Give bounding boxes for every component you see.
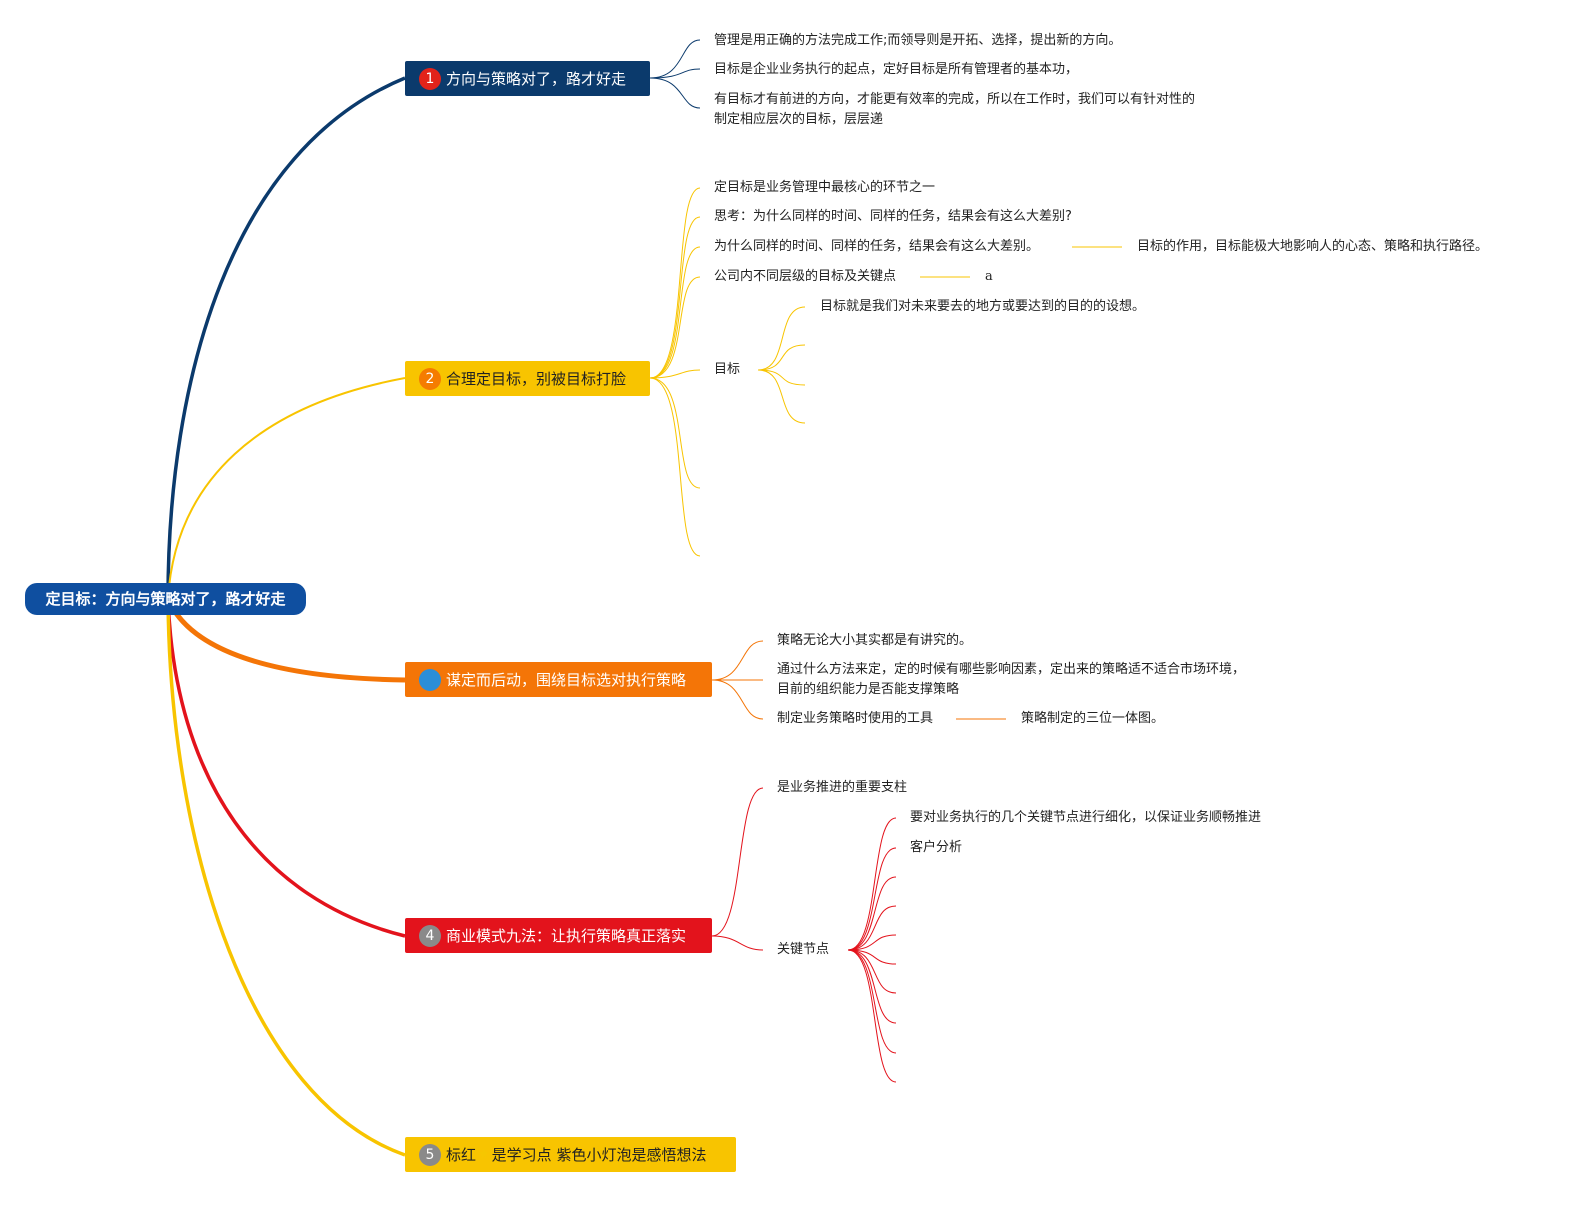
branch-3-child-2[interactable]: 通过什么方法来定，定的时候有哪些影响因素，定出来的策略适不适合市场环境，目前的组…: [777, 662, 1246, 697]
branch-1-child-3[interactable]: 有目标才有前进的方向，才能更有效率的完成，所以在工作时，我们可以有针对性的制定相…: [714, 92, 1196, 127]
branch-5-label-red: 标红: [446, 1146, 477, 1164]
branch-5-label-rest: 是学习点 紫色小灯泡是感悟想法: [491, 1146, 707, 1164]
number-1-badge: 1: [419, 67, 441, 90]
branch-2-child-4[interactable]: 公司内不同层级的目标及关键点: [714, 269, 897, 284]
link-root-branch-4: [166, 598, 406, 938]
branch-3-links: [711, 640, 1006, 720]
star-icon: ★: [478, 1147, 490, 1162]
branch-1-label: 方向与策略对了，路才好走: [446, 70, 627, 88]
link-root-branch-3: [165, 598, 406, 683]
branch-2-child-1[interactable]: 定目标是业务管理中最核心的环节之一: [714, 180, 936, 195]
branch-4-node-customer[interactable]: 客户分析: [910, 840, 963, 855]
branch-4-links: [711, 787, 897, 1083]
link-root-branch-5: [166, 598, 406, 1157]
number-4-badge: 4: [419, 924, 441, 947]
branch-3-child-3-tool[interactable]: 策略制定的三位一体图。: [1021, 711, 1165, 726]
branch-4-node-detail[interactable]: 要对业务执行的几个关键节点进行细化，以保证业务顺畅推进: [910, 810, 1262, 825]
link-root-branch-2: [167, 377, 406, 600]
branch-2-child-2[interactable]: 思考：为什么同样的时间、同样的任务，结果会有这么大差别?: [714, 209, 1072, 224]
number-2-badge: 2: [419, 367, 441, 390]
branch-1-topic[interactable]: 1 方向与策略对了，路才好走: [405, 61, 650, 96]
branch-4-child-2[interactable]: 关键节点: [777, 942, 830, 957]
branch-2-topic[interactable]: 2 合理定目标，别被目标打脸: [405, 361, 650, 396]
branch-3-child-3[interactable]: 制定业务策略时使用的工具: [777, 711, 934, 726]
branch-2-child-4-sub[interactable]: a: [985, 269, 993, 284]
branch-3-label: 谋定而后动，围绕目标选对执行策略: [446, 671, 687, 689]
branch-2-child-5[interactable]: 目标: [714, 362, 741, 377]
branch-1-links: [649, 39, 701, 109]
branch-3-topic[interactable]: 3 谋定而后动，围绕目标选对执行策略: [405, 662, 712, 697]
root-topic[interactable]: 定目标：方向与策略对了，路才好走: [25, 583, 306, 615]
branch-4-label: 商业模式九法：让执行策略真正落实: [446, 927, 687, 945]
branch-1-child-2[interactable]: 目标是企业业务执行的起点，定好目标是所有管理者的基本功，: [714, 62, 1079, 77]
branch-2-child-3[interactable]: 为什么同样的时间、同样的任务，结果会有这么大差别。: [714, 239, 1040, 254]
branch-2-child-3-effect[interactable]: 目标的作用，目标能极大地影响人的心态、策略和执行路径。: [1137, 239, 1489, 254]
branch-2-links: [649, 187, 1122, 557]
number-5-badge: 5: [419, 1143, 441, 1166]
branch-1-child-1[interactable]: 管理是用正确的方法完成工作;而领导则是开拓、选择，提出新的方向。: [714, 33, 1122, 48]
number-3-badge: 3: [419, 668, 441, 691]
branch-4-topic[interactable]: 4 商业模式九法：让执行策略真正落实: [405, 918, 712, 953]
branch-2-goal-definition[interactable]: 目标就是我们对未来要去的地方或要达到的目的的设想。: [820, 299, 1146, 314]
branch-5-topic[interactable]: 5 标红 ★ 是学习点 紫色小灯泡是感悟想法: [405, 1137, 736, 1172]
link-root-branch-1: [166, 76, 406, 600]
branch-3-child-1[interactable]: 策略无论大小其实都是有讲究的。: [777, 633, 973, 648]
branch-4-child-1[interactable]: 是业务推进的重要支柱: [777, 780, 908, 795]
branch-2-label: 合理定目标，别被目标打脸: [446, 370, 627, 388]
